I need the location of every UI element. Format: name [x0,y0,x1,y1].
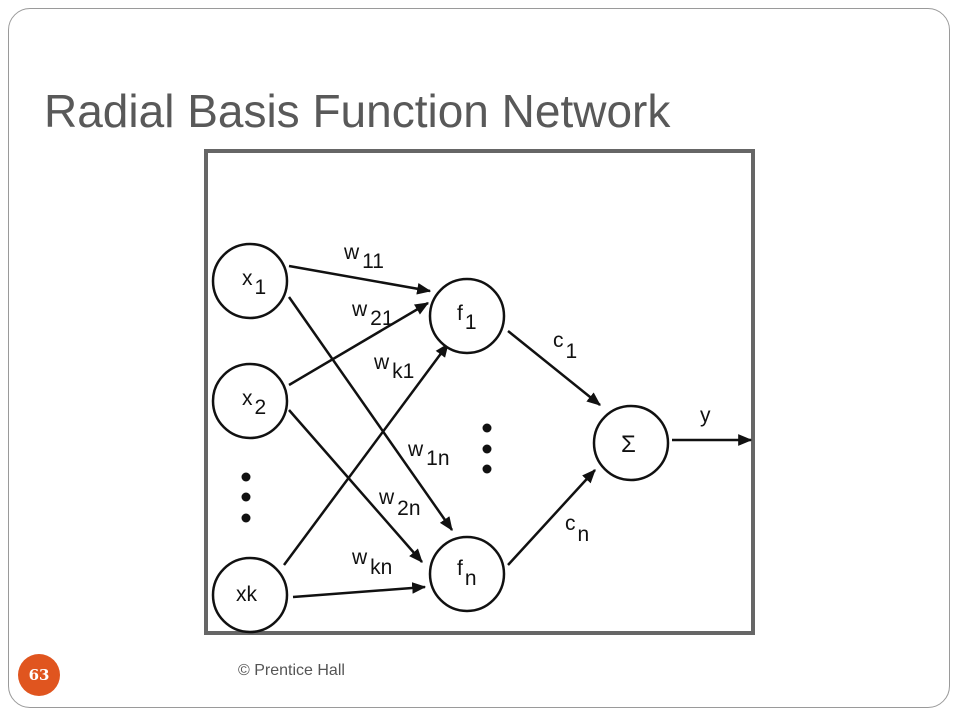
input-node-xk [211,556,289,634]
slide-title: Radial Basis Function Network [44,85,671,137]
edge-xk-fn [292,582,427,599]
hidden-ellipsis-dot [482,444,492,454]
output-label-y: y [700,404,711,427]
input-node-x2 [211,362,289,440]
edge-x1-f1 [288,264,432,295]
input-node-x1-label: x1 [242,267,266,299]
hidden-node-fn [428,535,506,613]
input-ellipsis-dot [241,492,251,502]
sum-node-label: Σ [621,431,636,458]
hidden-ellipsis-dot [482,423,492,433]
input-node-x1 [211,242,289,320]
edge-x2-f1 [288,301,430,387]
edge-xk-f1 [282,343,450,566]
output-weight-label-cn: cn [565,512,589,546]
hidden-node-f1 [428,277,506,355]
hidden-node-f1-label: f1 [457,302,477,334]
hidden-ellipsis-dot [482,464,492,474]
edge-fn-sum [507,469,596,566]
input-ellipsis-dot [241,472,251,482]
edge-x1-fn [287,296,454,531]
hidden-node-fn-label: fn [457,557,477,590]
output-weight-label-c1: c1 [553,329,577,363]
input-node-xk-label: xk [236,583,258,606]
edge-x2-fn [288,409,423,563]
input-ellipsis-dot [241,513,251,523]
edge-f1-sum [507,330,601,406]
sum-node [592,404,670,482]
copyright-footer: © Prentice Hall [238,662,345,679]
page-number-badge: 63 [18,654,60,696]
input-node-x2-label: x2 [242,387,266,419]
